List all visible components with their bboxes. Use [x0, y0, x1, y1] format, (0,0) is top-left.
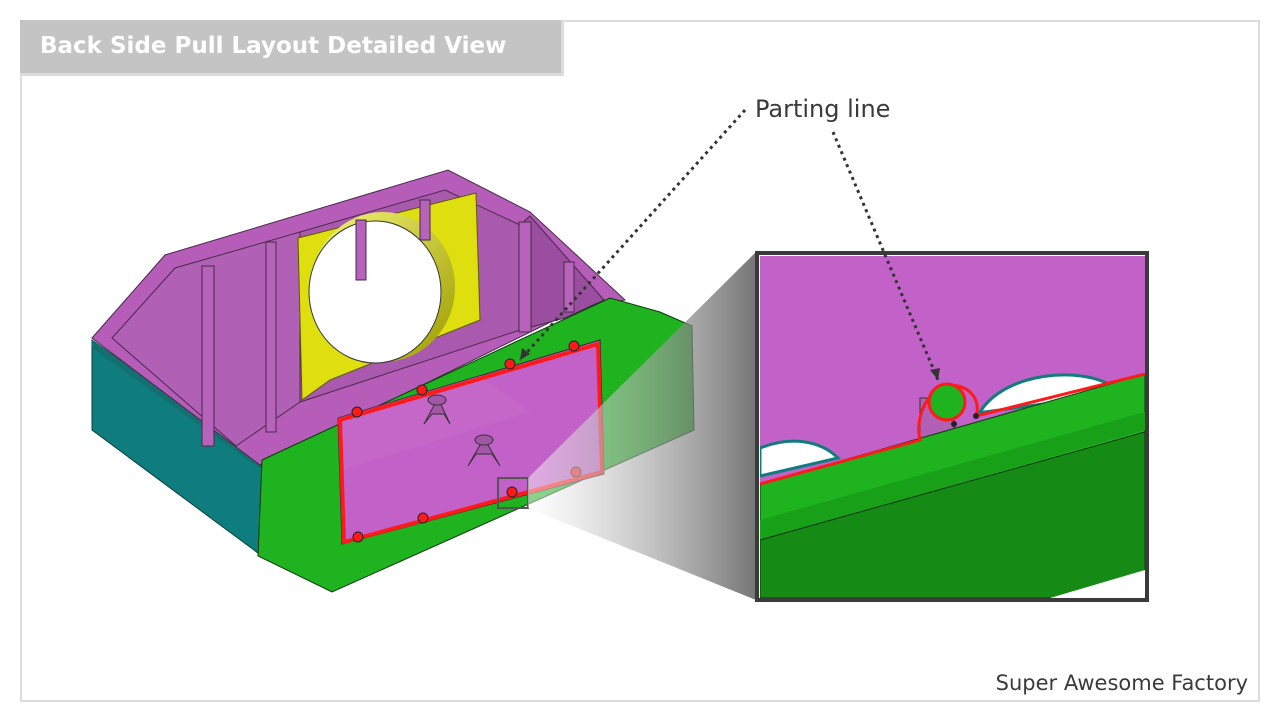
inset-boss-top [927, 382, 967, 422]
zoom-beam [528, 252, 756, 600]
cavity-floor-shade [338, 376, 530, 470]
slide-frame [20, 20, 1260, 702]
detail-inset-border [755, 251, 1149, 602]
round-hole-opening [308, 220, 442, 364]
title-banner: Back Side Pull Layout Detailed View [20, 20, 564, 76]
detail-inset [760, 256, 1145, 598]
footer-company: Super Awesome Factory [995, 671, 1248, 695]
inset-white-corner [1050, 570, 1145, 598]
leader-arrow-part [520, 348, 530, 360]
leader-arrow-inset [930, 368, 940, 380]
leader-line-to-inset [831, 131, 940, 381]
cavity-bosses [423, 394, 501, 467]
mold-part-3d [91, 169, 695, 593]
callout-label: Parting line [755, 95, 891, 123]
inset-pin-mark [951, 421, 957, 427]
inset-hole-left [760, 439, 841, 478]
leader-line-to-part [518, 108, 747, 362]
inset-green-band [760, 412, 1145, 540]
inset-pin-mark-2 [973, 413, 979, 419]
left-side-face-top [92, 340, 262, 470]
ejector-posts [201, 199, 575, 447]
page-title: Back Side Pull Layout Detailed View [40, 33, 507, 59]
